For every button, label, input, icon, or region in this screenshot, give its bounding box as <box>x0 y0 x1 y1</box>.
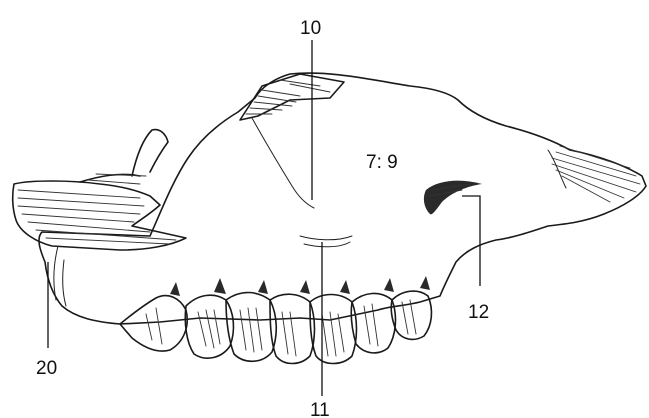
label-10: 10 <box>300 18 321 39</box>
suture-lines <box>54 118 352 306</box>
label-11: 11 <box>310 400 330 418</box>
tooth-row <box>120 276 431 364</box>
label-7-9: 7: 9 <box>366 152 398 173</box>
crest-hatching <box>18 74 640 244</box>
foramen <box>424 181 482 215</box>
maxilla-outline <box>13 73 646 324</box>
label-20: 20 <box>36 358 57 379</box>
labels: 10 7: 9 12 20 11 <box>36 18 489 418</box>
leader-lines <box>48 40 480 396</box>
label-12: 12 <box>468 302 489 323</box>
